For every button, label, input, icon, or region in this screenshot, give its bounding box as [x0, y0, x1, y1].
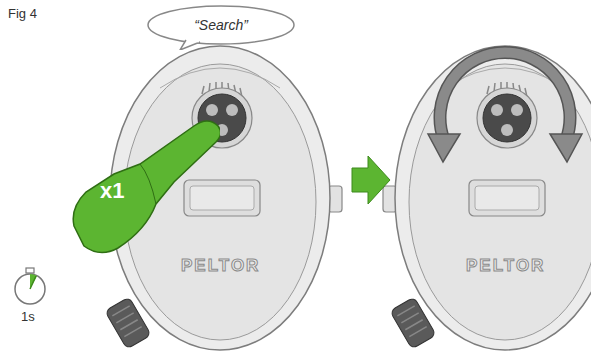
brand-mark: PELTOR [181, 256, 260, 276]
duration-label: 1s [21, 309, 35, 324]
pointing-hand: x1 [70, 118, 220, 258]
pointing-hand-outline [70, 118, 220, 258]
figure-number: Fig 4 [8, 6, 37, 21]
speech-bubble: “Search” [146, 4, 296, 50]
spoken-word: “Search” [146, 17, 296, 33]
press-count: x1 [100, 178, 124, 204]
brand-mark: PELTOR [466, 256, 545, 276]
